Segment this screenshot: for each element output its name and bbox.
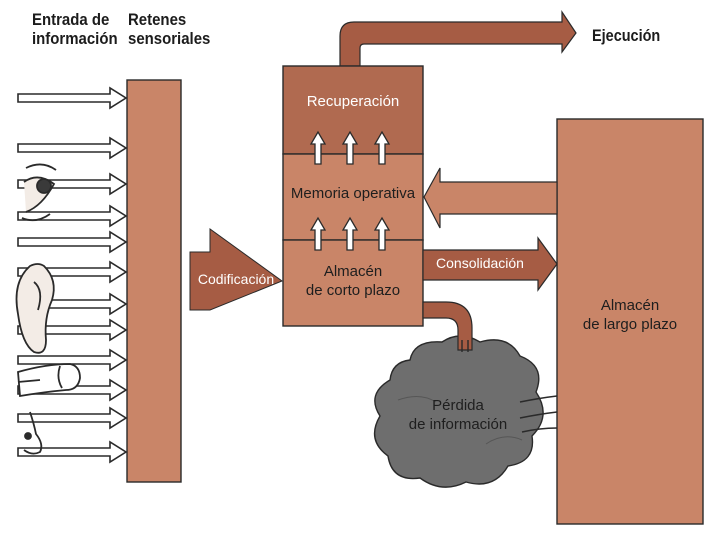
input-arrow-5 <box>17 230 128 254</box>
up-arrow-4 <box>309 216 327 251</box>
input-arrow-1 <box>17 86 128 110</box>
up-arrow-5 <box>341 216 359 251</box>
eye-icon <box>21 163 57 222</box>
up-arrow-2 <box>341 130 359 165</box>
nose-icon <box>23 411 43 455</box>
execution-arrow <box>339 10 577 67</box>
encoding-arrow <box>189 228 284 311</box>
input-arrow-12 <box>17 440 128 464</box>
upward-flow-arrows <box>309 130 391 251</box>
input-arrow-9 <box>17 348 128 372</box>
up-arrow-1 <box>309 130 327 165</box>
information-loss-cloud <box>373 335 544 488</box>
ear-icon <box>15 263 55 354</box>
loss-label: Pérdida de información <box>408 397 508 433</box>
up-arrow-6 <box>373 216 391 251</box>
encoding-label: Codificación <box>197 271 275 287</box>
long-term-label: Almacén de largo plazo <box>582 297 678 333</box>
working-memory-label: Memoria operativa <box>290 185 416 202</box>
consolidation-arrow <box>422 236 558 292</box>
long-term-store-box <box>556 118 704 525</box>
retrieval-label: Recuperación <box>306 93 400 110</box>
finger-icon <box>17 363 81 398</box>
long-term-to-working-memory-arrow <box>423 167 558 229</box>
long-term-loss-channel <box>519 395 558 433</box>
sensory-header: Retenes sensoriales <box>128 10 211 48</box>
input-arrow-4 <box>17 204 128 228</box>
loss-pipe <box>422 301 473 351</box>
consolidation-label: Consolidación <box>436 255 524 271</box>
loss-drip-lines <box>461 340 469 352</box>
execution-label: Ejecución <box>592 26 661 45</box>
short-term-label: Almacén de corto plazo <box>305 263 401 299</box>
sensory-registers-box <box>126 79 182 483</box>
input-header: Entrada de información <box>32 10 118 48</box>
input-arrow-2 <box>17 136 128 160</box>
up-arrow-3 <box>373 130 391 165</box>
short-term-store-box <box>282 239 424 327</box>
